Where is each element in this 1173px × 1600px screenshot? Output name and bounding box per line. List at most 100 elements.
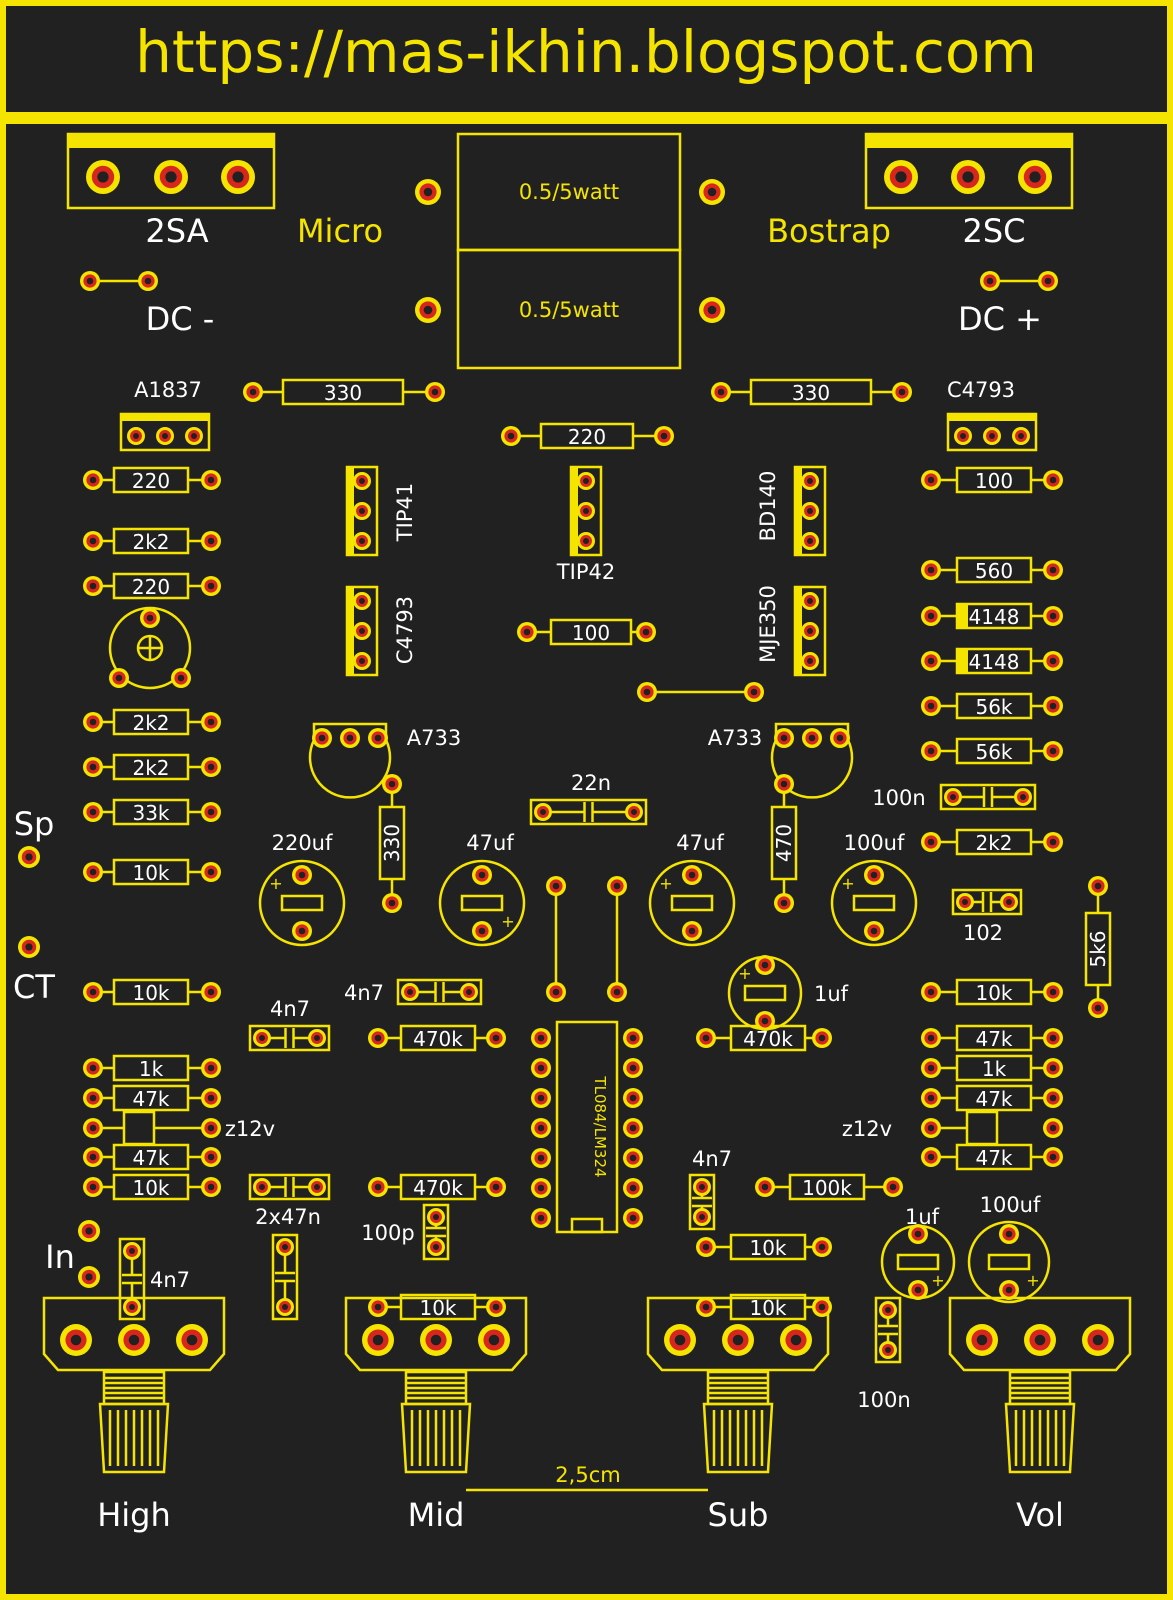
solder-pad <box>127 427 145 445</box>
tab-band <box>347 467 354 555</box>
resistor-left-8-value: 1k <box>139 1057 164 1081</box>
solder-pad <box>109 668 129 688</box>
solder-pad <box>382 893 402 913</box>
solder-pad <box>427 1208 445 1226</box>
solder-pad <box>60 1324 92 1356</box>
label-2sc: 2SC <box>962 212 1025 250</box>
solder-pad <box>711 382 731 402</box>
solder-pad <box>682 865 702 885</box>
solder-pad <box>83 1058 103 1078</box>
zener-right-r1-value: 47k <box>975 1087 1012 1111</box>
resistor-right-2-value: 4148 <box>969 605 1020 629</box>
header-url[interactable]: https://mas-ikhin.blogspot.com <box>135 18 1037 86</box>
resistor-100k-value: 100k <box>802 1176 852 1200</box>
pot-mid[interactable] <box>344 1296 528 1372</box>
solder-pad <box>292 921 312 941</box>
solder-pad <box>623 1208 643 1228</box>
solder-pad <box>1043 1028 1063 1048</box>
resistor-right-3 <box>955 647 1033 675</box>
plus-sign: + <box>841 874 854 893</box>
solder-pad <box>83 470 103 490</box>
solder-pad <box>18 936 40 958</box>
resistor-left-8 <box>112 1054 190 1082</box>
solder-pad <box>755 1011 775 1031</box>
solder-pad <box>801 592 819 610</box>
resistor-330-right-value: 330 <box>792 381 830 405</box>
solder-pad <box>531 1058 551 1078</box>
solder-pad <box>138 271 158 291</box>
solder-pad <box>415 297 441 323</box>
label-mje350: MJE350 <box>756 585 780 663</box>
solder-pad <box>884 160 918 194</box>
solder-pad <box>368 1177 388 1197</box>
solder-pad <box>185 427 203 445</box>
solder-pad <box>118 1324 150 1356</box>
solder-pad <box>154 160 188 194</box>
pot-vol[interactable] <box>948 1296 1132 1372</box>
resistor-220-center-value: 220 <box>568 425 606 449</box>
solder-pad <box>221 160 255 194</box>
pot-sub[interactable] <box>646 1296 830 1372</box>
solder-pad <box>1043 1118 1063 1138</box>
label-1uf-mid: 1uf <box>814 982 849 1006</box>
solder-pad <box>774 728 794 748</box>
resistor-10k-b-value: 10k <box>419 1296 456 1320</box>
resistor-left-7 <box>112 978 190 1006</box>
solder-pad <box>780 1324 812 1356</box>
solder-pad <box>1088 876 1108 896</box>
resistor-330-left-value: 330 <box>324 381 362 405</box>
solder-pad <box>812 1237 832 1257</box>
resistor-right-5-value: 56k <box>975 740 1012 764</box>
resistor-left-6 <box>112 858 190 886</box>
resistor-right-3-value: 4148 <box>969 650 1020 674</box>
solder-pad <box>921 696 941 716</box>
resistor-left-3-value: 2k2 <box>132 711 169 735</box>
resistor-100-center <box>549 618 633 646</box>
solder-pad <box>1043 1147 1063 1167</box>
resistor-100k <box>788 1173 866 1201</box>
cap-47uf-right <box>648 859 736 947</box>
solder-pad <box>699 297 725 323</box>
pot-shaft <box>400 1402 472 1474</box>
solder-pad <box>864 865 884 885</box>
resistor-10k-c <box>729 1293 807 1321</box>
solder-pad <box>546 876 566 896</box>
solder-pad <box>864 921 884 941</box>
resistor-right-4-value: 56k <box>975 695 1012 719</box>
solder-pad <box>983 427 1001 445</box>
solder-pad <box>312 728 332 748</box>
cap-4n7-b <box>248 1024 331 1052</box>
resistor-330-right <box>749 378 873 406</box>
resistor-5k6-value: 5k6 <box>1086 930 1110 967</box>
resistor-right-5 <box>955 737 1033 765</box>
solder-pad <box>636 622 656 642</box>
solder-pad <box>531 1208 551 1228</box>
pot-shaft <box>1004 1402 1076 1474</box>
cap-2x47n-b <box>271 1233 299 1321</box>
solder-pad <box>472 865 492 885</box>
solder-pad <box>921 1028 941 1048</box>
solder-pad <box>921 606 941 626</box>
solder-pad <box>243 382 263 402</box>
solder-pad <box>362 1324 394 1356</box>
transistor-a733-right <box>770 722 854 799</box>
solder-pad <box>83 1088 103 1108</box>
tab-band <box>121 414 209 421</box>
cap-polarity-mark <box>280 894 324 912</box>
solder-pad <box>415 179 441 205</box>
label-4n7-c: 4n7 <box>150 1268 190 1292</box>
diode-band <box>958 650 968 672</box>
pot-high[interactable] <box>42 1296 226 1372</box>
solder-pad <box>140 608 160 628</box>
solder-pad <box>1000 893 1018 911</box>
resistor-470k-b-value: 470k <box>743 1027 793 1051</box>
zener-left-r2-value: 47k <box>132 1146 169 1170</box>
solder-pad <box>951 160 985 194</box>
solder-pad <box>999 1280 1019 1300</box>
solder-pad <box>921 1058 941 1078</box>
solder-pad <box>954 427 972 445</box>
solder-pad <box>883 1177 903 1197</box>
solder-pad <box>774 893 794 913</box>
label-dc-minus: DC - <box>146 300 215 338</box>
pot-sub-label: Sub <box>708 1496 769 1534</box>
